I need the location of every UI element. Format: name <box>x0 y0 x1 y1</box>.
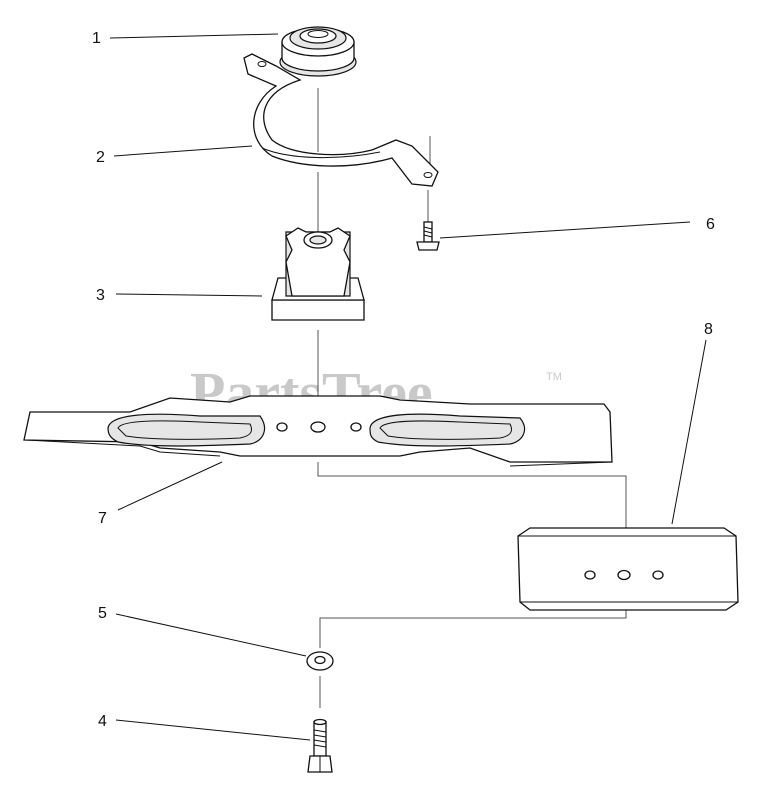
callout-8-label: 8 <box>704 321 713 338</box>
blade-adapter-part[interactable] <box>271 227 365 321</box>
callout-5-label: 5 <box>98 605 107 622</box>
callout-1-label: 1 <box>92 30 101 47</box>
callout-4-label: 4 <box>98 713 107 730</box>
sail-plate-part[interactable] <box>517 527 739 611</box>
pulley-part[interactable] <box>279 26 357 77</box>
washer-part[interactable] <box>306 651 334 671</box>
callout-7-label: 7 <box>98 510 107 527</box>
bolt-part[interactable] <box>307 718 333 773</box>
blade-part[interactable] <box>23 395 613 467</box>
callout-6-label: 6 <box>706 216 715 233</box>
watermark-tm: TM <box>546 371 562 383</box>
leader-lines <box>109 33 707 741</box>
belt-guide-bracket-part[interactable] <box>243 53 439 187</box>
screw-part[interactable] <box>416 221 440 251</box>
callout-2-label: 2 <box>96 149 105 166</box>
callout-3-label: 3 <box>96 287 105 304</box>
